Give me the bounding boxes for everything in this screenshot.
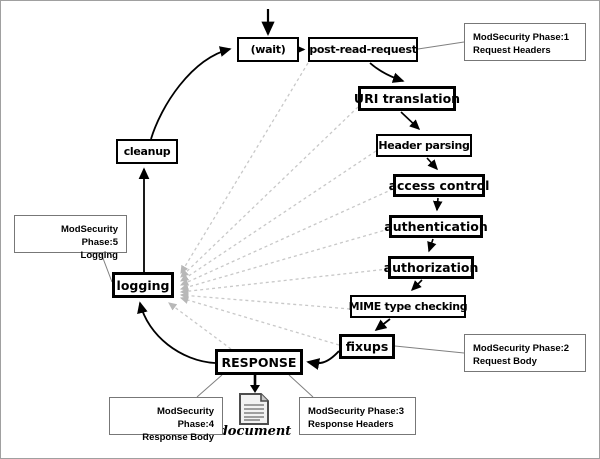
callout-phase-5-line-2: Logging xyxy=(80,250,118,261)
edge-authorization-to-mime-type-checking xyxy=(410,279,423,292)
edge-post-read-request-to-logging xyxy=(180,62,309,275)
callout-phase-4-line-2: Response Body xyxy=(142,432,214,443)
node-wait-label: (wait) xyxy=(250,43,286,56)
edge-authentication-to-authorization xyxy=(427,238,437,253)
node-mime-type-checking[interactable]: MIME type checking xyxy=(348,295,468,318)
node-authorization[interactable]: authorization xyxy=(384,256,478,279)
callout-phase-4-line-1: ModSecurity Phase:4 xyxy=(156,406,214,430)
callout-modsecurity-phase-4: ModSecurity Phase:4 Response Body xyxy=(109,397,223,443)
node-authentication-label: authentication xyxy=(384,219,488,234)
edge-response-to-document xyxy=(250,374,260,393)
leader-post-read-request-to-phase1 xyxy=(417,41,465,50)
edge-authorization-to-logging xyxy=(179,268,389,296)
edge-uri-translation-to-logging xyxy=(180,106,359,278)
callout-modsecurity-phase-5: ModSecurity Phase:5 Logging xyxy=(14,215,127,261)
edge-cleanup-to-wait xyxy=(150,46,232,140)
node-access-control[interactable]: access control xyxy=(389,174,489,197)
callout-modsecurity-phase-2: ModSecurity Phase:2 Request Body xyxy=(464,334,586,372)
node-post-read-request[interactable]: post-read-request xyxy=(308,37,418,62)
edge-mime-type-checking-to-fixups xyxy=(374,318,391,332)
node-uri-translation-label: URI translation xyxy=(353,91,461,106)
node-response-label: RESPONSE xyxy=(221,354,297,370)
edge-authentication-to-logging xyxy=(179,228,390,291)
node-header-parsing[interactable]: Header parsing xyxy=(376,134,472,157)
leader-response-to-phase3 xyxy=(288,374,314,398)
node-cleanup-label: cleanup xyxy=(123,145,171,158)
callout-phase-3-line-2: Response Headers xyxy=(308,419,394,430)
callout-phase-1-line-1: ModSecurity Phase:1 xyxy=(473,32,570,43)
node-access-control-label: access control xyxy=(388,178,490,193)
edge-fixups-to-response xyxy=(306,350,340,370)
callout-phase-1-line-2: Request Headers xyxy=(473,45,551,56)
edge-access-control-to-logging xyxy=(179,188,394,286)
edge-post-read-request-to-uri-translation xyxy=(369,62,405,83)
node-header-parsing-label: Header parsing xyxy=(378,139,470,152)
edge-header-parsing-to-access-control xyxy=(426,157,438,171)
leader-fixups-to-phase2 xyxy=(394,345,465,354)
node-fixups[interactable]: fixups xyxy=(339,334,395,359)
node-cleanup[interactable]: cleanup xyxy=(116,139,178,164)
document-icon xyxy=(239,393,269,425)
callout-phase-3-line-1: ModSecurity Phase:3 xyxy=(308,406,405,417)
node-authentication[interactable]: authentication xyxy=(384,215,488,238)
callout-phase-5-line-1: ModSecurity Phase:5 xyxy=(60,224,118,248)
node-mime-type-checking-label: MIME type checking xyxy=(348,300,468,313)
node-wait[interactable]: (wait) xyxy=(237,37,299,62)
node-logging-label: logging xyxy=(116,277,170,293)
node-fixups-label: fixups xyxy=(345,339,389,354)
node-uri-translation[interactable]: URI translation xyxy=(354,86,460,111)
document-label: document xyxy=(218,424,292,439)
node-response[interactable]: RESPONSE xyxy=(215,349,303,375)
edge-header-parsing-to-logging xyxy=(180,150,377,282)
leader-response-to-phase4 xyxy=(196,374,223,398)
callout-phase-2-line-1: ModSecurity Phase:2 xyxy=(473,343,570,354)
edge-mime-type-checking-to-logging xyxy=(179,291,351,310)
node-logging[interactable]: logging xyxy=(112,272,174,298)
edge-response-to-logging xyxy=(137,301,216,364)
node-post-read-request-label: post-read-request xyxy=(309,43,417,56)
callout-modsecurity-phase-3: ModSecurity Phase:3 Response Headers xyxy=(299,397,416,435)
callout-modsecurity-phase-1: ModSecurity Phase:1 Request Headers xyxy=(464,23,586,61)
callout-phase-2-line-2: Request Body xyxy=(473,356,537,367)
node-authorization-label: authorization xyxy=(383,260,479,275)
edge-access-control-to-authentication xyxy=(432,197,443,212)
edge-uri-translation-to-header-parsing xyxy=(400,111,421,130)
edge-response-to-logging-dashed xyxy=(168,302,232,350)
edge-fixups-to-logging xyxy=(179,296,340,346)
